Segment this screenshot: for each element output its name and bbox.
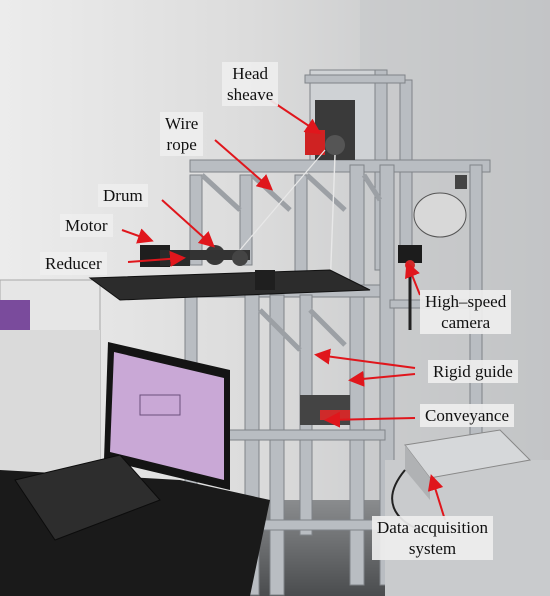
label-wire-rope: Wire rope bbox=[160, 112, 204, 156]
arrow-rigid-guide-1 bbox=[314, 348, 416, 369]
arrow-conveyance bbox=[324, 411, 416, 428]
label-head-sheave: Head sheave bbox=[222, 62, 279, 106]
label-rigid-guide: Rigid guide bbox=[428, 360, 518, 383]
desk bbox=[0, 454, 270, 596]
arrow-rigid-guide-2 bbox=[348, 370, 416, 387]
arrow-motor bbox=[121, 228, 154, 244]
label-high-speed-camera: High–speed camera bbox=[420, 290, 512, 334]
label-motor: Motor bbox=[60, 214, 113, 237]
drive-table bbox=[88, 245, 371, 301]
head-sheave-device bbox=[305, 100, 355, 160]
arrow-drum bbox=[161, 199, 215, 248]
annotation-arrows bbox=[121, 99, 446, 521]
wire-rope-line-2 bbox=[239, 149, 326, 251]
label-data-acquisition-system: Data acquisition system bbox=[372, 516, 493, 560]
data-acquisition-box bbox=[385, 429, 550, 596]
arrow-data-acq bbox=[427, 474, 446, 521]
arrow-wire-rope bbox=[214, 139, 274, 191]
lamp bbox=[413, 175, 467, 238]
label-reducer: Reducer bbox=[40, 252, 107, 275]
wire-rope-line bbox=[329, 154, 336, 291]
label-drum: Drum bbox=[98, 184, 148, 207]
label-conveyance: Conveyance bbox=[420, 404, 515, 427]
arrow-camera bbox=[405, 261, 421, 296]
arrow-reducer bbox=[127, 250, 186, 267]
